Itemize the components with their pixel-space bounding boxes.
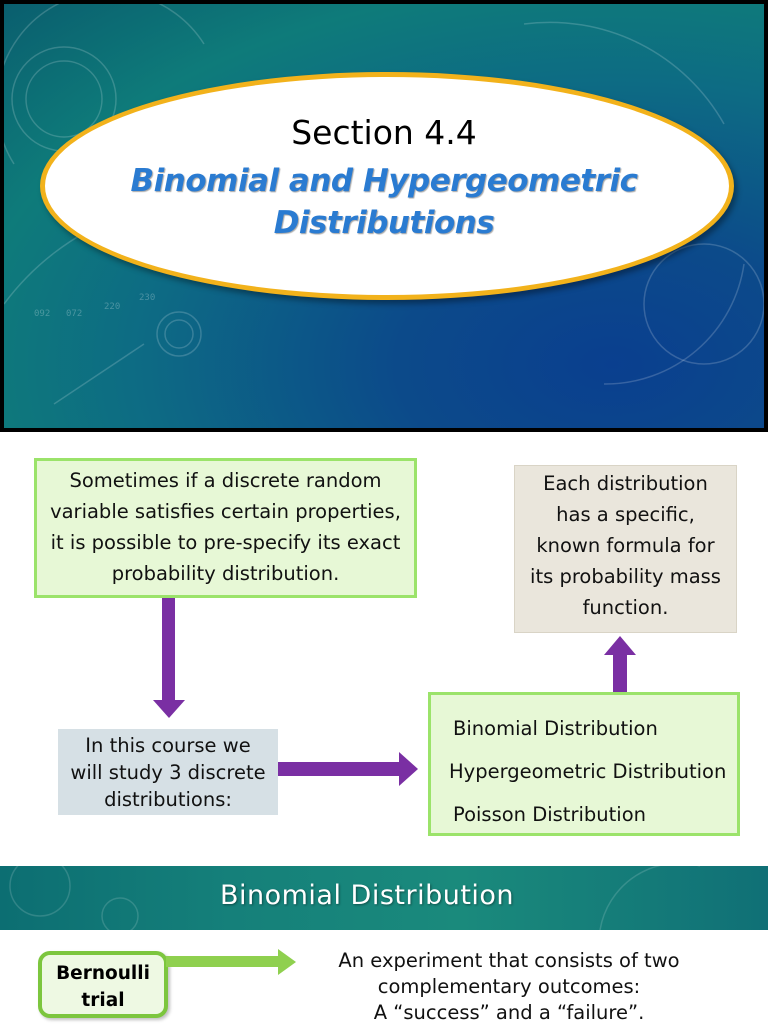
section-banner (0, 866, 768, 930)
subtitle-line-2: Distributions (273, 205, 495, 241)
course-line: distributions: (104, 788, 232, 811)
green-arrow-shaft (166, 956, 278, 967)
definition-line: complementary outcomes: (377, 975, 641, 998)
arrow-up-icon (604, 636, 636, 655)
course-note-box: In this course we will study 3 discrete … (58, 729, 278, 815)
bernoulli-trial-box: Bernoulli trial (38, 951, 168, 1018)
green-arrow-right-icon (278, 949, 296, 975)
distribution-item-binomial: Binomial Distribution (453, 717, 658, 740)
title-slide: 092 072 220 230 (0, 0, 768, 432)
term-line: Bernoulli (56, 963, 150, 984)
title-ellipse (40, 72, 734, 300)
banner-title: Binomial Distribution (219, 880, 515, 911)
distribution-list-box: Binomial Distribution Hypergeometric Dis… (428, 692, 740, 836)
arrow-down-shaft (162, 598, 175, 700)
intro-line: Sometimes if a discrete random (69, 469, 382, 492)
intro-box: Sometimes if a discrete random variable … (34, 458, 417, 598)
intro-line: probability distribution. (111, 562, 340, 585)
deco-digits-3: 220 (104, 302, 120, 312)
definition-line: A “success” and a “failure”. (373, 1001, 645, 1024)
deco-digits-1: 092 (34, 309, 50, 319)
definition-line: An experiment that consists of two (338, 949, 680, 972)
arrow-right-shaft (278, 762, 399, 776)
arrow-down-icon (153, 700, 185, 718)
section-title: Section 4.4 (291, 113, 477, 152)
intro-line: variable satisfies certain properties, (50, 500, 401, 523)
formula-line: its probability mass (530, 565, 721, 588)
distribution-item-hypergeometric: Hypergeometric Distribution (449, 760, 727, 783)
intro-line: it is possible to pre-specify its exact (50, 531, 401, 554)
formula-line: known formula for (536, 534, 715, 557)
formula-note-box: Each distribution has a specific, known … (514, 465, 737, 633)
subtitle-line-1: Binomial and Hypergeometric (130, 163, 638, 199)
arrow-up-shaft (613, 655, 627, 692)
deco-digits-4: 230 (139, 293, 155, 303)
banner-decoration (9, 866, 700, 930)
formula-line: function. (582, 596, 669, 619)
slide-subtitle: Binomial and Hypergeometric Distribution… (120, 160, 648, 244)
course-line: will study 3 discrete (70, 761, 266, 784)
arrow-right-icon (399, 752, 418, 786)
bernoulli-definition: An experiment that consists of two compl… (300, 948, 718, 1026)
formula-line: has a specific, (556, 503, 695, 526)
formula-line: Each distribution (543, 472, 708, 495)
course-line: In this course we (85, 734, 251, 757)
term-line: trial (81, 990, 125, 1011)
deco-digits-2: 072 (66, 309, 82, 319)
distribution-item-poisson: Poisson Distribution (453, 803, 646, 826)
